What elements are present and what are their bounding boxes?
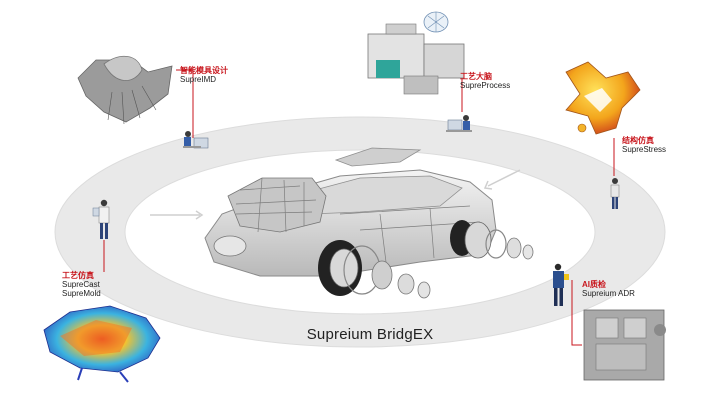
module-label-ai-inspection: AI质检 Supreium ADR: [582, 280, 635, 298]
inspector-worker-icon: [553, 263, 569, 306]
module-en-name: SupreCast: [62, 280, 100, 290]
module-cn-title: AI质检: [582, 280, 606, 289]
stress-simulation-icon: [565, 61, 641, 135]
rear-wheel-icon: [450, 220, 534, 260]
module-en-name: SupreStress: [622, 145, 667, 155]
module-en-name: SupreIMD: [180, 75, 217, 85]
module-en-name: SupreProcess: [460, 81, 511, 91]
module-label-process-sim: 工艺仿真 SupreCast SupreMold: [62, 271, 101, 299]
module-en-name: Supreium ADR: [582, 289, 635, 299]
module-label-structure-sim: 结构仿真 SupreStress: [622, 136, 666, 154]
engineer-at-desk-icon: [183, 131, 209, 149]
module-cn-title: 结构仿真: [622, 136, 654, 145]
engine-block-icon: [583, 309, 666, 381]
module-cn-title: 工艺大脑: [460, 72, 492, 81]
car-exploded-view-icon: [204, 147, 534, 299]
platform-title: Supreium BridgEX: [306, 326, 434, 343]
flow-arrow-right: [483, 169, 521, 190]
casting-simulation-icon: [43, 305, 161, 383]
module-label-process-brain: 工艺大脑 SupreProcess: [460, 72, 510, 90]
front-wheel-icon: [318, 240, 431, 299]
module-label-mold-design: 智能模具设计 SupreIMD: [180, 66, 228, 84]
module-en-name: SupreMold: [62, 289, 101, 299]
flow-arrow-left: [150, 210, 204, 220]
module-cn-title: 智能模具设计: [180, 66, 228, 75]
engineer-at-desk-icon: [446, 115, 472, 132]
connector-lines: [103, 69, 615, 346]
mold-design-icon: [77, 56, 173, 125]
module-cn-title: 工艺仿真: [62, 271, 94, 280]
engineer-standing-icon: [92, 199, 110, 239]
engineer-standing-icon: [610, 178, 620, 209]
injection-machine-icon: [367, 11, 465, 95]
